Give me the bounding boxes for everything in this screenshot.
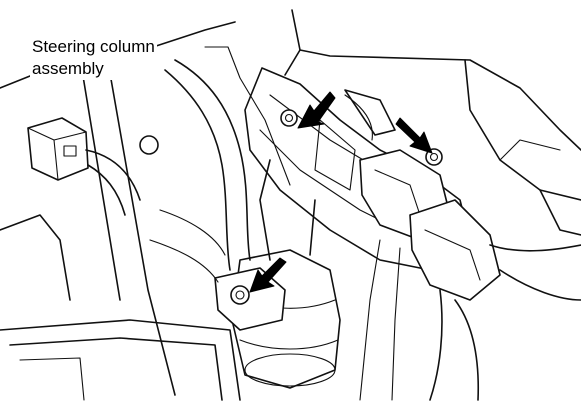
steering-column — [214, 67, 581, 401]
lower-cover — [0, 319, 241, 401]
wiring — [149, 59, 251, 283]
callout-leader — [204, 46, 291, 186]
panel-hole — [139, 135, 159, 155]
bolt-lower — [230, 285, 250, 305]
dash-panel — [284, 9, 581, 236]
callout-label: Steering column assembly — [30, 36, 157, 80]
arrow-upper-right — [395, 117, 433, 154]
bolts — [230, 109, 443, 305]
arrows — [249, 91, 433, 293]
bolt-upper-right — [425, 148, 443, 166]
arrow-lower — [249, 257, 287, 293]
bolt-upper-left — [280, 109, 298, 127]
connector-left — [27, 117, 141, 216]
arrow-upper-left — [297, 91, 336, 129]
